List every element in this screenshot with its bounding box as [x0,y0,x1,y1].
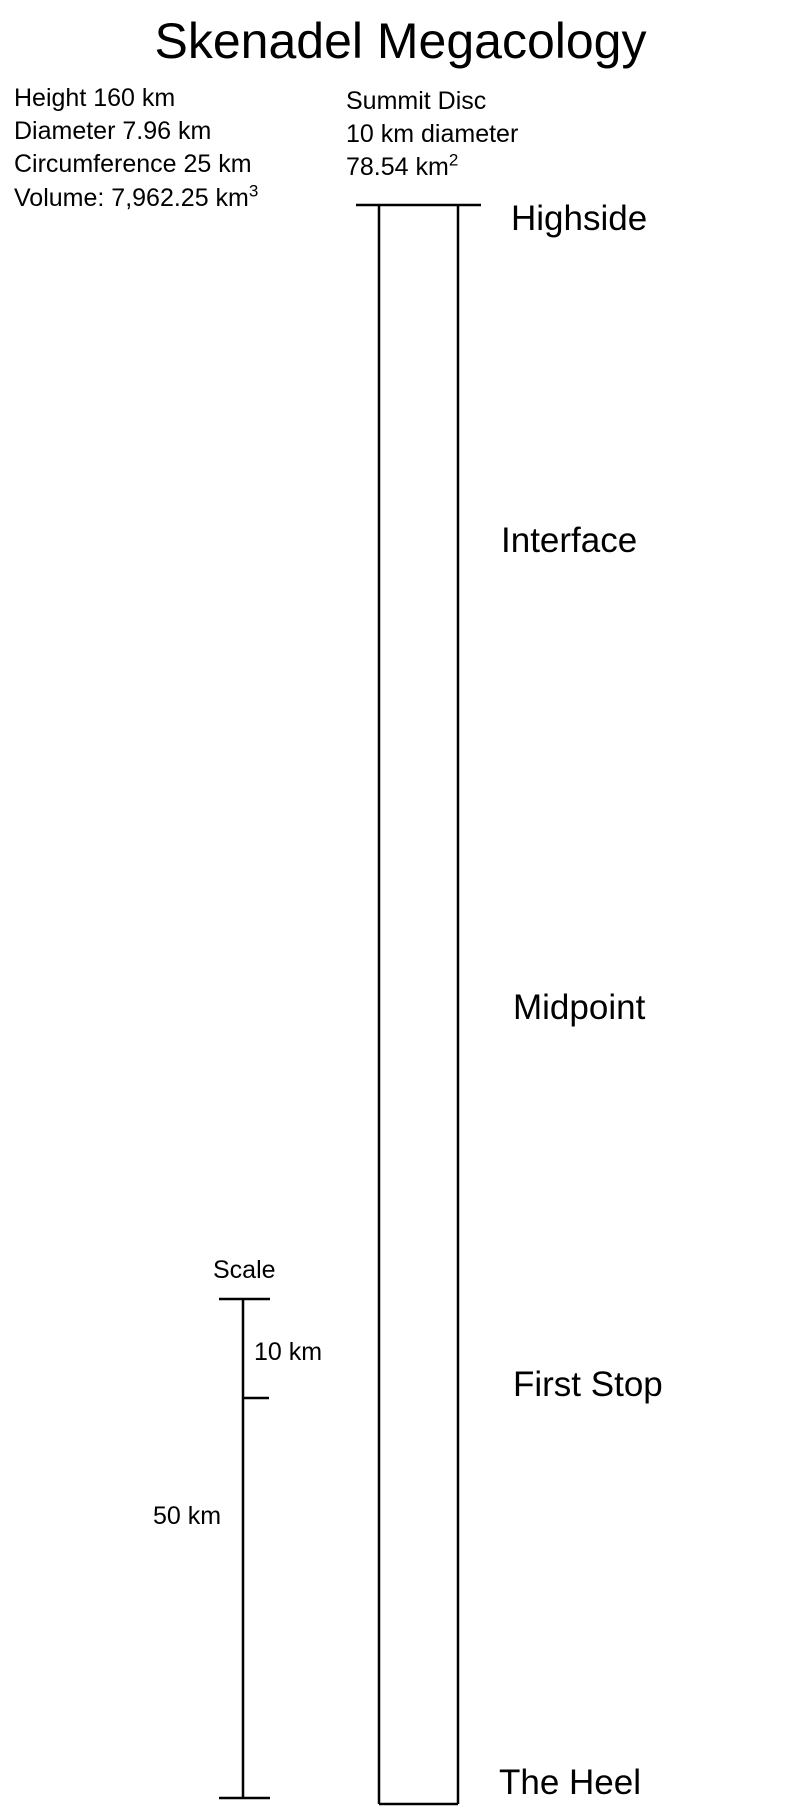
volume-exponent: 3 [248,181,259,201]
summit-area-value: 78.54 km [346,153,449,181]
volume-value: 7,962.25 km [111,184,249,212]
zone-label-highside: Highside [511,199,648,238]
zone-label-midpoint: Midpoint [513,988,646,1027]
volume-label: Volume: [14,184,105,212]
page-title: Skenadel Megacology [154,13,647,69]
summit-disc-title: Summit Disc [346,87,487,115]
zone-label-interface: Interface [501,521,638,560]
scale-bar [219,1297,270,1800]
zone-label-the-heel: The Heel [499,1763,642,1802]
scale-title: Scale [213,1256,276,1284]
circumference-stat: Circumference 25 km [14,150,252,178]
summit-disc-diameter: 10 km diameter [346,120,519,148]
summit-disc-area: 78.54 km2 [346,152,458,181]
volume-stat: Volume: 7,962.25 km3 [14,183,258,212]
scale-upper-segment-label: 10 km [254,1338,323,1366]
summit-area-exponent: 2 [448,150,459,170]
scale-lower-segment-label: 50 km [153,1502,222,1530]
diameter-stat: Diameter 7.96 km [14,117,212,145]
height-stat: Height 160 km [14,84,176,112]
megacology-tower [356,203,481,1806]
zone-label-first-stop: First Stop [513,1365,663,1404]
